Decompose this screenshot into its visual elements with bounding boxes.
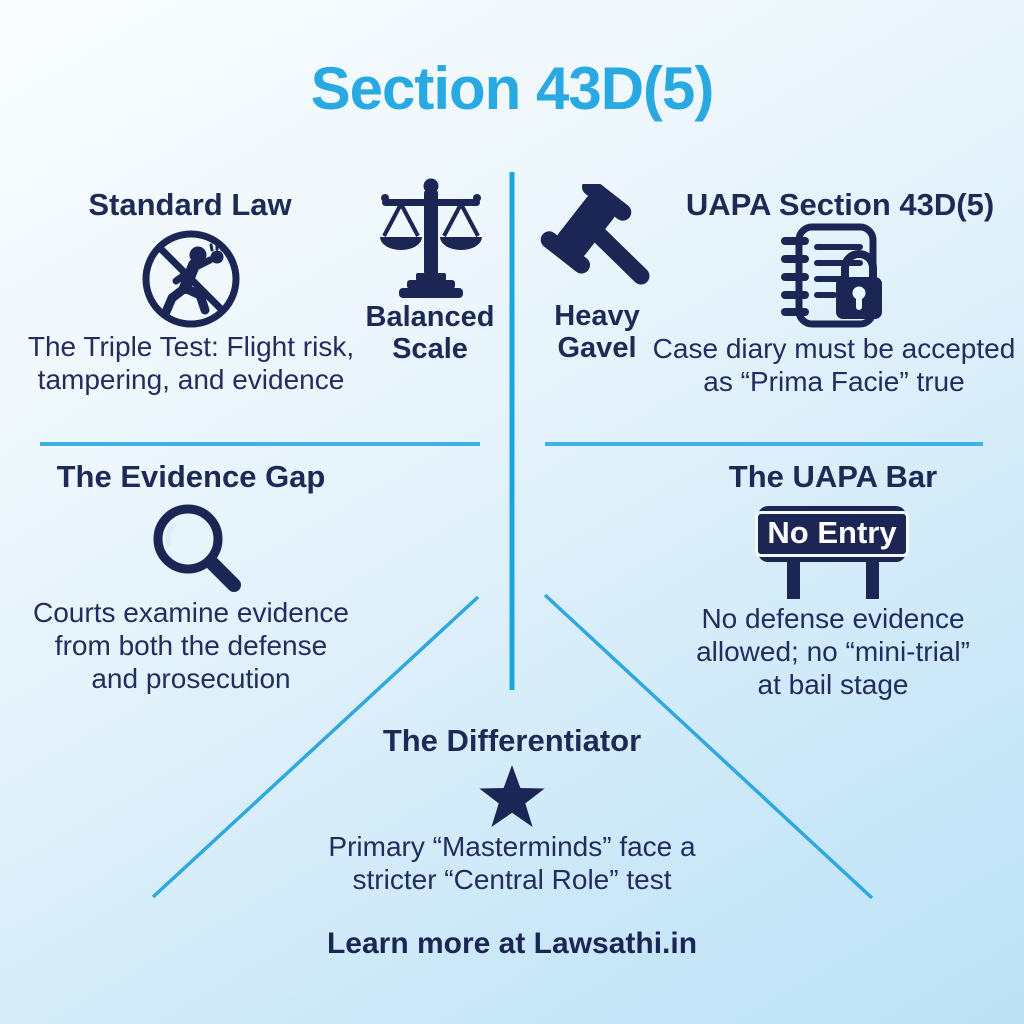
page-title: Section 43D(5) [310,55,715,122]
locked-case-diary-icon [781,223,882,328]
differentiator-heading: The Differentiator [382,723,642,758]
standard-law-heading: Standard Law [88,187,292,222]
uapa-bar-body: No defense evidence allowed; no “mini-tr… [696,603,970,701]
uapa-section-heading: UAPA Section 43D(5) [685,187,995,222]
no-entry-sign-text: No Entry [755,511,909,557]
footer-text: Learn more at Lawsathi.in [326,927,698,960]
balanced-scale-label: Balanced Scale [365,301,495,366]
no-flight-risk-icon [142,230,240,328]
no-entry-sign-left-post [787,559,800,599]
heavy-gavel-icon [540,184,650,285]
magnifying-glass-icon [153,504,241,592]
standard-law-body: The Triple Test: Flight risk, tampering,… [27,331,355,396]
star-icon [479,765,545,827]
evidence-gap-body: Courts examine evidence from both the de… [33,597,349,695]
uapa-section-body: Case diary must be accepted as “Prima Fa… [652,333,1016,398]
evidence-gap-heading: The Evidence Gap [56,459,326,494]
uapa-bar-heading: The UAPA Bar [728,459,938,494]
balanced-scale-icon [380,178,482,298]
no-entry-sign-icon: No Entry [755,506,909,562]
differentiator-body: Primary “Masterminds” face a stricter “C… [328,831,696,896]
no-entry-sign-right-post [866,559,879,599]
heavy-gavel-label: Heavy Gavel [554,300,640,365]
